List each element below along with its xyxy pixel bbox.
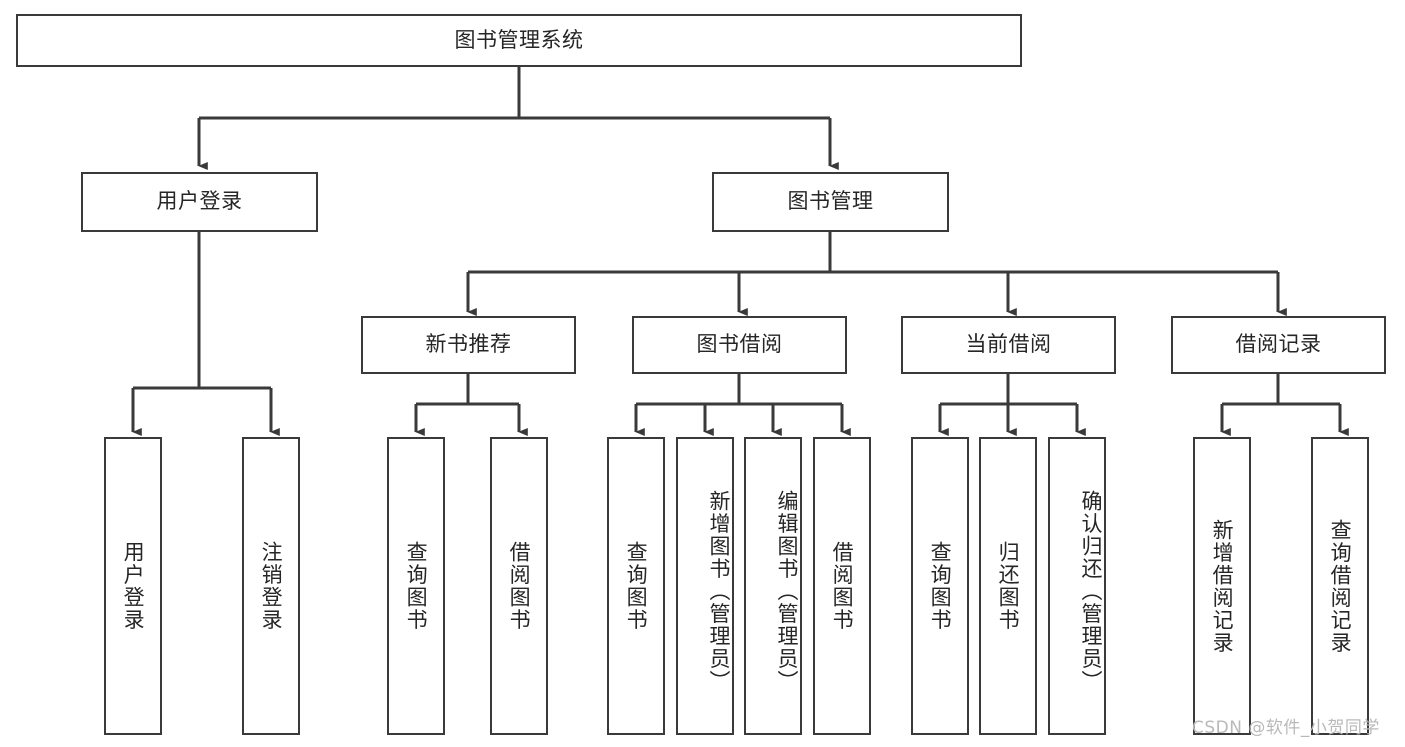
node-label: 用户登录	[156, 189, 243, 214]
leaf-query-borrow-record[interactable]: 查询借阅记录	[1311, 437, 1369, 735]
leaf-add-book-admin[interactable]: 新增图书（管理员）	[676, 437, 734, 735]
leaf-query-book-current[interactable]: 查询图书	[911, 437, 969, 735]
leaf-confirm-return-admin[interactable]: 确认归还（管理员）	[1048, 437, 1106, 735]
node-label: 确认归还（管理员）	[1079, 489, 1103, 693]
node-borrow-record[interactable]: 借阅记录	[1171, 316, 1386, 374]
node-new-book-recommend[interactable]: 新书推荐	[361, 316, 576, 374]
node-root-book-management-system[interactable]: 图书管理系统	[16, 14, 1022, 67]
node-book-borrow[interactable]: 图书借阅	[632, 316, 847, 374]
node-label: 借阅图书	[830, 541, 855, 631]
node-label: 查询图书	[404, 541, 429, 631]
leaf-borrow-book-recommend[interactable]: 借阅图书	[490, 437, 548, 735]
csdn-watermark: CSDN @软件_小贺同学	[1192, 718, 1380, 738]
node-book-manage[interactable]: 图书管理	[712, 172, 949, 232]
node-label: 借阅记录	[1235, 332, 1322, 357]
leaf-borrow-book-borrow[interactable]: 借阅图书	[813, 437, 871, 735]
node-label: 图书管理系统	[454, 27, 584, 52]
node-label: 图书借阅	[696, 332, 783, 357]
node-label: 查询图书	[624, 541, 649, 631]
node-current-borrow[interactable]: 当前借阅	[901, 316, 1116, 374]
node-label: 归还图书	[996, 541, 1021, 631]
node-label: 图书管理	[787, 189, 874, 214]
node-label: 查询借阅记录	[1328, 518, 1353, 654]
leaf-return-book[interactable]: 归还图书	[979, 437, 1037, 735]
node-label: 查询图书	[928, 541, 953, 631]
node-label: 新增借阅记录	[1210, 518, 1235, 654]
leaf-edit-book-admin[interactable]: 编辑图书（管理员）	[744, 437, 802, 735]
leaf-user-login[interactable]: 用户登录	[104, 437, 162, 735]
leaf-add-borrow-record[interactable]: 新增借阅记录	[1193, 437, 1251, 735]
leaf-logout-login[interactable]: 注销登录	[242, 437, 300, 735]
node-label: 编辑图书（管理员）	[775, 489, 799, 693]
node-user-login[interactable]: 用户登录	[81, 172, 318, 232]
node-label: 新增图书（管理员）	[707, 489, 731, 693]
leaf-query-book-recommend[interactable]: 查询图书	[387, 437, 445, 735]
node-label: 当前借阅	[965, 332, 1052, 357]
leaf-query-book-borrow[interactable]: 查询图书	[607, 437, 665, 735]
node-label: 借阅图书	[507, 541, 532, 631]
node-label: 新书推荐	[425, 332, 512, 357]
node-label: 用户登录	[121, 541, 146, 631]
node-label: 注销登录	[259, 541, 284, 631]
